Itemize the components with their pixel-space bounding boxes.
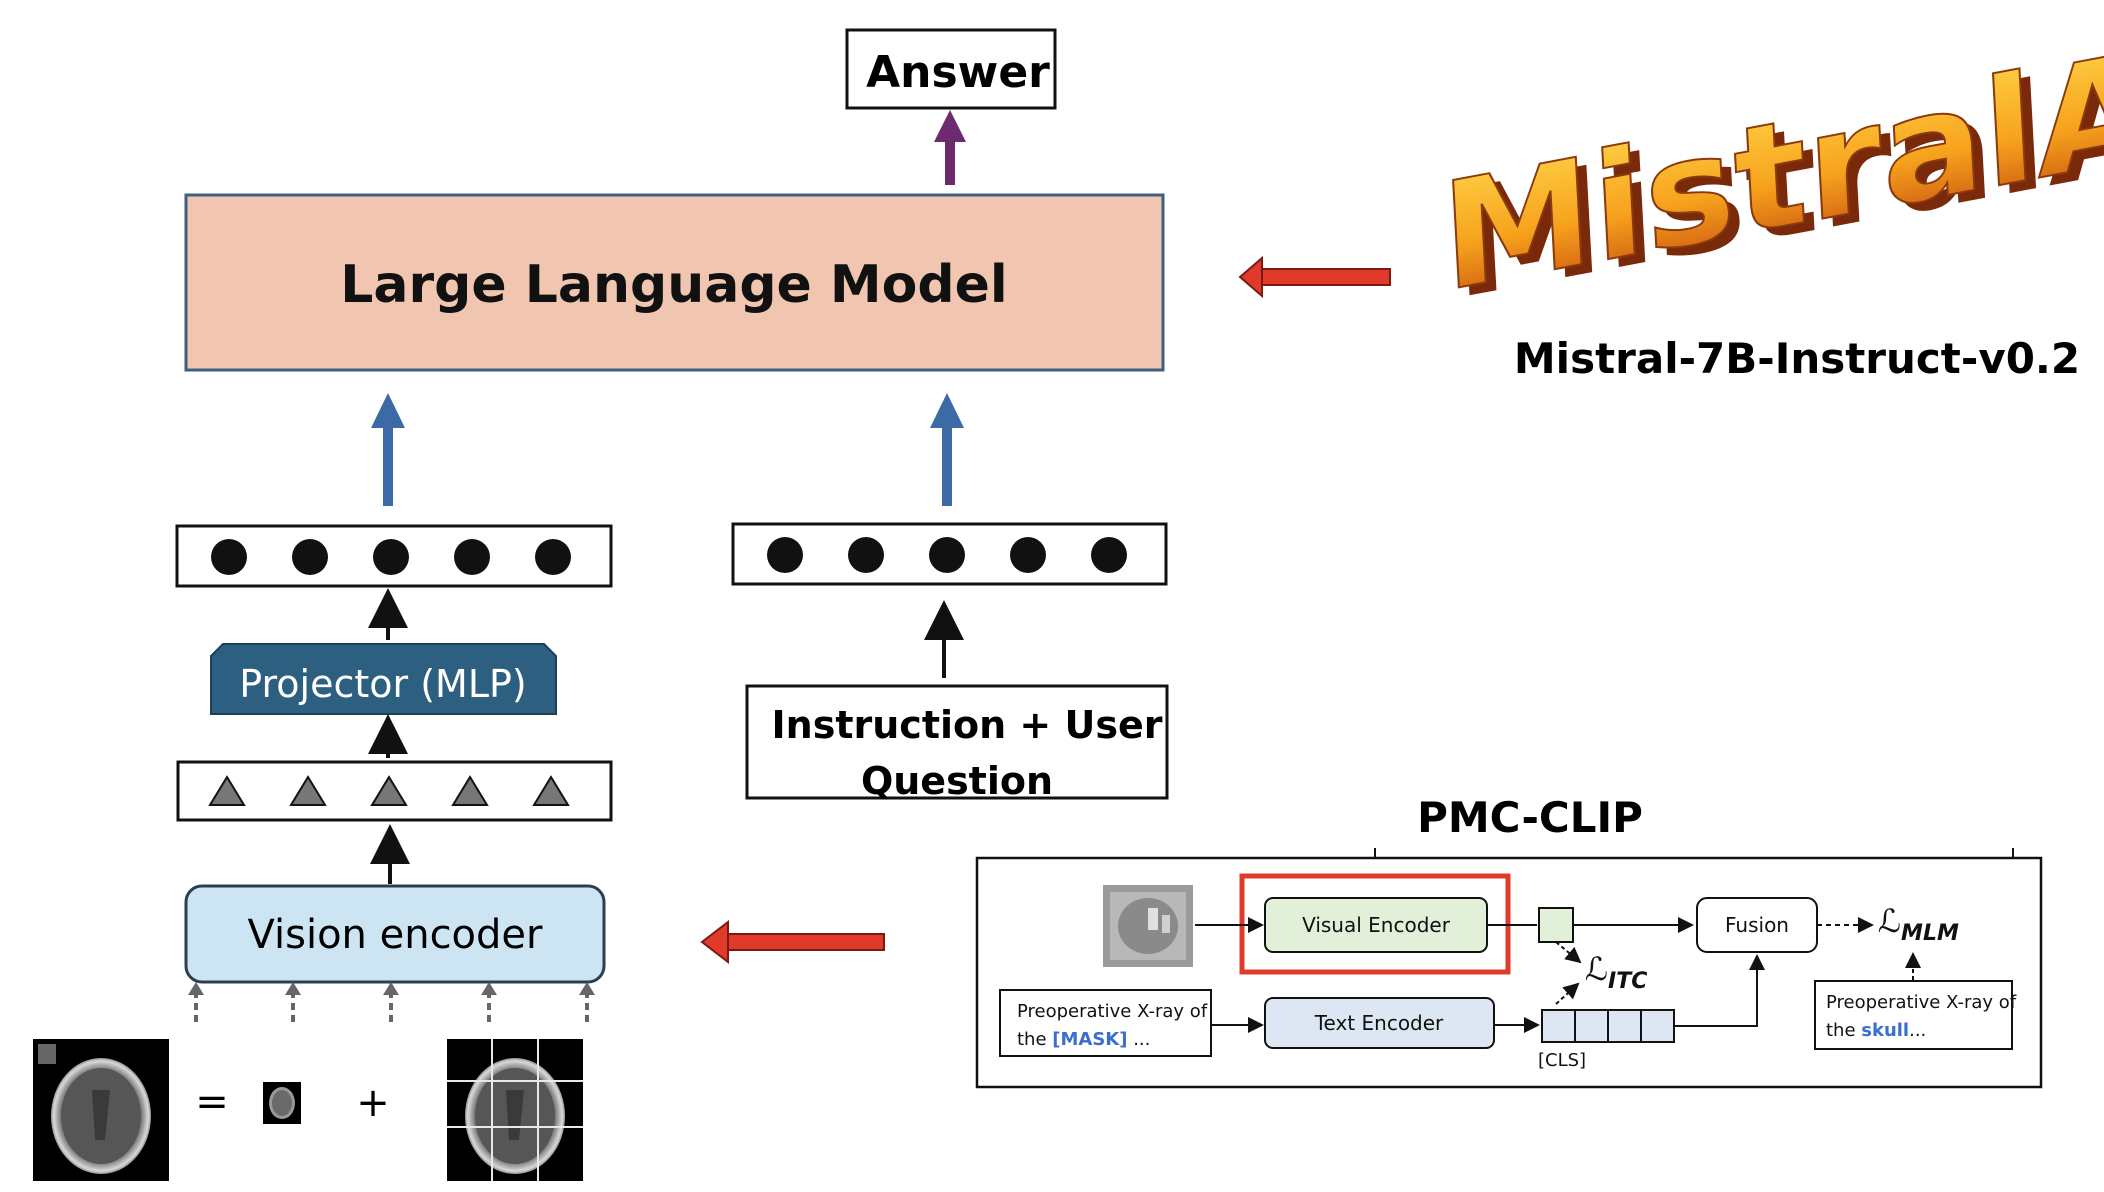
text-encoder-box <box>1264 997 1495 1049</box>
equals-sign: = <box>195 1079 229 1125</box>
input-caption-line1: Preoperative X-ray of <box>1017 1001 1208 1022</box>
visual-token <box>373 539 409 575</box>
vision-encoder-label: Vision encoder <box>248 912 544 958</box>
loss-mlm-symbol: ℒ <box>1878 902 1901 940</box>
input-caption-line2: the [MASK] ... <box>1017 1029 1150 1050</box>
patch-token <box>208 775 246 806</box>
input-caption-prefix: the <box>1017 1029 1052 1050</box>
mask-token: [MASK] <box>1052 1029 1127 1050</box>
instruction-line1: Instruction + User <box>772 703 1163 747</box>
output-caption-box <box>1814 980 2013 1050</box>
output-caption-suffix: ... <box>1909 1020 1926 1041</box>
text-tokens <box>767 537 1127 573</box>
text-to-llm-arrow <box>930 393 964 506</box>
llm-to-answer-arrow <box>934 110 966 185</box>
input-caption-suffix: ... <box>1127 1029 1150 1050</box>
text-feature-token <box>1574 1009 1609 1043</box>
cls-label: [CLS] <box>1538 1050 1586 1071</box>
text-token <box>767 537 803 573</box>
image-input-arrowheads <box>188 982 595 995</box>
feature-to-itc-arrow <box>1555 941 1582 964</box>
loss-itc-symbol: ℒ <box>1585 950 1608 988</box>
mistral-model-label: Mistral-7B-Instruct-v0.2 <box>1514 334 2080 383</box>
loss-itc-subscript: ITC <box>1608 969 1647 994</box>
visual-token <box>535 539 571 575</box>
llm-label: Large Language Model <box>340 255 1007 315</box>
output-caption-prefix: the <box>1826 1020 1861 1041</box>
answer-box <box>845 28 1057 110</box>
text-feature-token <box>1640 1009 1675 1043</box>
mistral-logo-text: MistralAI <box>1438 8 2104 325</box>
pmcclip-to-vision-arrow <box>700 919 885 965</box>
mistral-logo: MistralAI MistralAI <box>1437 7 2104 333</box>
visual-tokens <box>211 539 571 575</box>
text-token <box>1010 537 1046 573</box>
output-caption-line1: Preoperative X-ray of <box>1826 992 2017 1013</box>
plus-sign: + <box>356 1080 390 1126</box>
patch-token <box>370 775 408 806</box>
tokens-to-fusion-arrow <box>1674 954 1765 1027</box>
xray-thumbnail <box>1103 885 1193 967</box>
llm-box <box>184 193 1165 372</box>
ct-scan-full <box>33 1039 169 1181</box>
patch-tokens <box>208 775 570 806</box>
patch-token <box>451 775 489 806</box>
pmc-clip-title: PMC-CLIP <box>1417 793 1643 842</box>
image-input-arrows <box>194 992 589 1022</box>
text-feature-token <box>1607 1009 1642 1043</box>
loss-mlm-subscript: MLM <box>1901 921 1959 946</box>
cls-to-itc-arrow <box>1555 982 1580 1005</box>
text-feature-token <box>1541 1009 1576 1043</box>
vision-to-llm-arrow <box>371 393 405 506</box>
ct-scan-thumbnail <box>263 1082 301 1124</box>
patch-token <box>289 775 327 806</box>
input-caption-box <box>999 989 1212 1057</box>
patch-token <box>532 775 570 806</box>
visual-token <box>211 539 247 575</box>
visual-token <box>454 539 490 575</box>
output-caption-line2: the skull... <box>1826 1020 1926 1041</box>
text-token <box>1091 537 1127 573</box>
answer-label: Answer <box>866 47 1050 98</box>
loss-mlm: ℒMLM <box>1878 902 1959 946</box>
text-feature-tokens <box>1541 1009 1675 1043</box>
fusion-label: Fusion <box>1725 913 1789 937</box>
loss-itc: ℒITC <box>1585 950 1647 994</box>
predicted-word: skull <box>1861 1020 1909 1041</box>
visual-token <box>292 539 328 575</box>
instruction-box <box>745 684 1169 800</box>
projector-box <box>210 643 557 715</box>
visual-feature-square <box>1538 907 1574 943</box>
instruction-line2: Question <box>861 759 1053 803</box>
vision-encoder-box <box>184 884 606 984</box>
text-token <box>848 537 884 573</box>
text-encoder-label: Text Encoder <box>1314 1011 1444 1035</box>
visual-encoder-label: Visual Encoder <box>1302 913 1451 937</box>
text-token <box>929 537 965 573</box>
mistral-to-llm-arrow <box>1238 255 1391 299</box>
patch-token-box <box>176 760 613 822</box>
projector-label: Projector (MLP) <box>239 662 527 706</box>
ct-scan-patches <box>447 1039 583 1181</box>
